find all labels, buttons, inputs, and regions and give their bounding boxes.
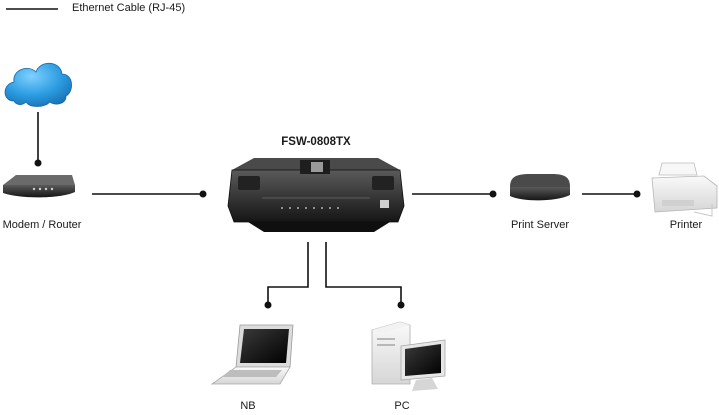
printer-icon: [651, 162, 718, 217]
notebook-icon: [210, 324, 294, 385]
switch-model-label: FSW-0808TX: [281, 136, 351, 148]
pc-icon: [371, 321, 446, 391]
cables: [37, 112, 637, 305]
cloud-icon: [4, 62, 72, 107]
dot-pc-top: [397, 301, 405, 309]
cable-switch-nb: [267, 242, 309, 305]
dot-switch-left: [199, 190, 207, 198]
cable-switch-pc: [325, 242, 402, 305]
notebook-label: NB: [240, 400, 256, 412]
dot-nb-top: [264, 301, 272, 309]
dot-printer-left: [633, 190, 641, 198]
pc-label: PC: [394, 400, 410, 412]
connection-dots: [34, 159, 641, 309]
print-server-label: Print Server: [510, 219, 570, 231]
modem-router-label: Modem / Router: [2, 219, 82, 231]
print-server-icon: [510, 174, 570, 201]
dot-modem-top: [34, 159, 42, 167]
modem-router-icon: [3, 175, 75, 198]
legend-label: Ethernet Cable (RJ-45): [72, 2, 186, 14]
switch-icon: [227, 158, 405, 232]
printer-label: Printer: [669, 219, 703, 231]
dot-printserver-left: [489, 190, 497, 198]
